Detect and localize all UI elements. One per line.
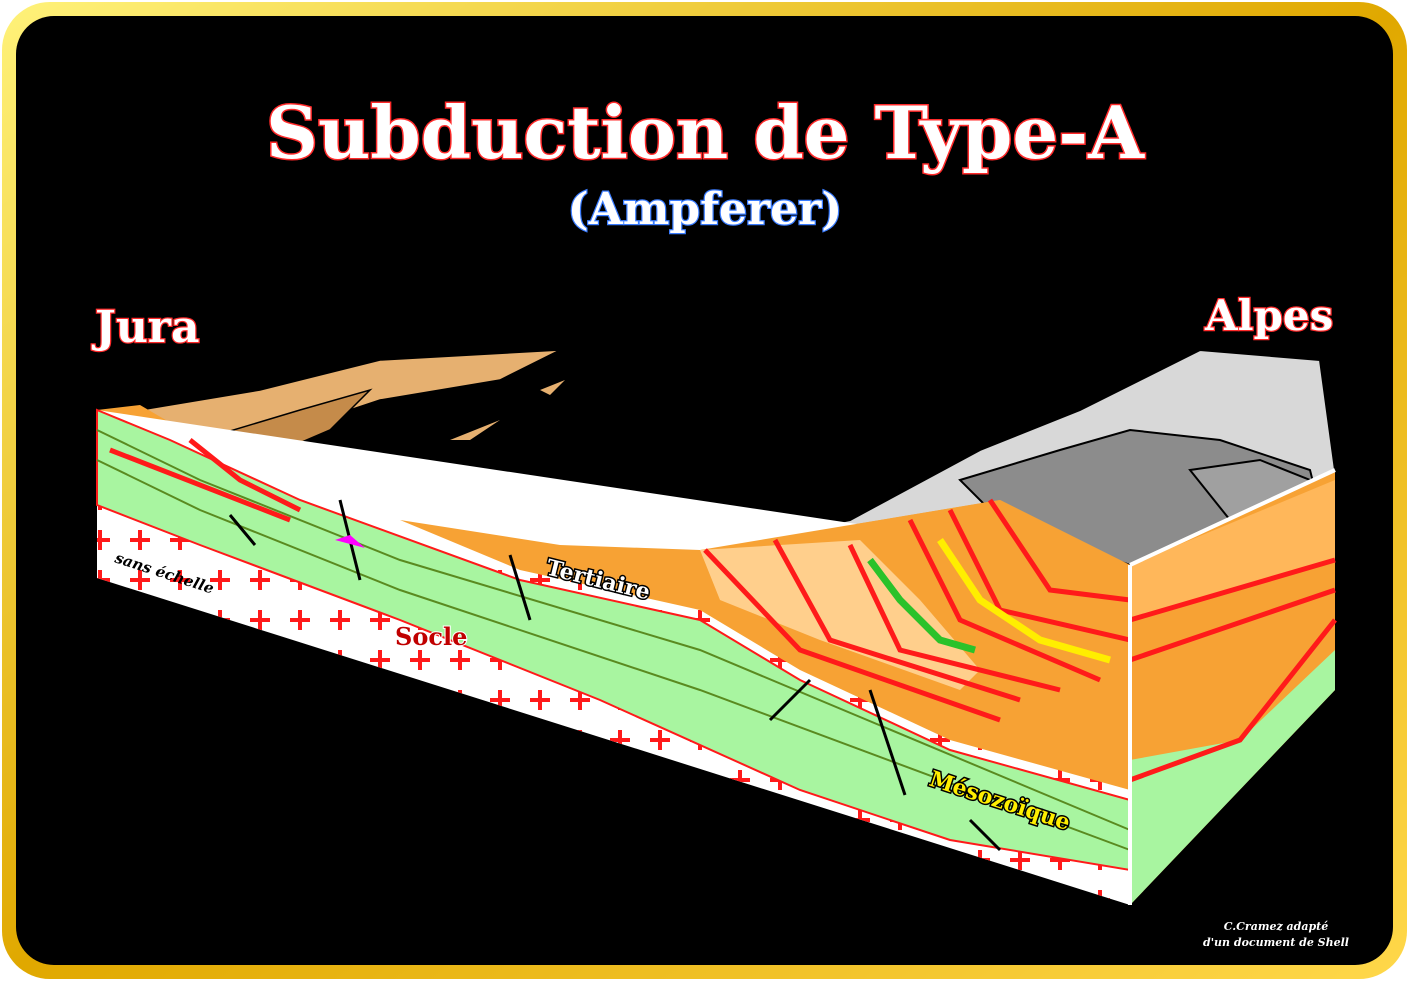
tertiary-layer [400, 500, 1130, 790]
credit-line2: d'un document de Shell [1203, 936, 1349, 949]
subtitle: (Ampferer) [568, 184, 842, 235]
label-alpes: Alpes [1204, 291, 1333, 340]
front-face [96, 408, 1131, 905]
credit-line1: C.Cramez adapté [1224, 920, 1329, 933]
thrust-faults [109, 438, 1131, 723]
right-face [1128, 468, 1337, 905]
label-socle: Socle [395, 622, 467, 651]
label-jura: Jura [91, 302, 200, 353]
title: Subduction de Type-A [266, 90, 1145, 175]
